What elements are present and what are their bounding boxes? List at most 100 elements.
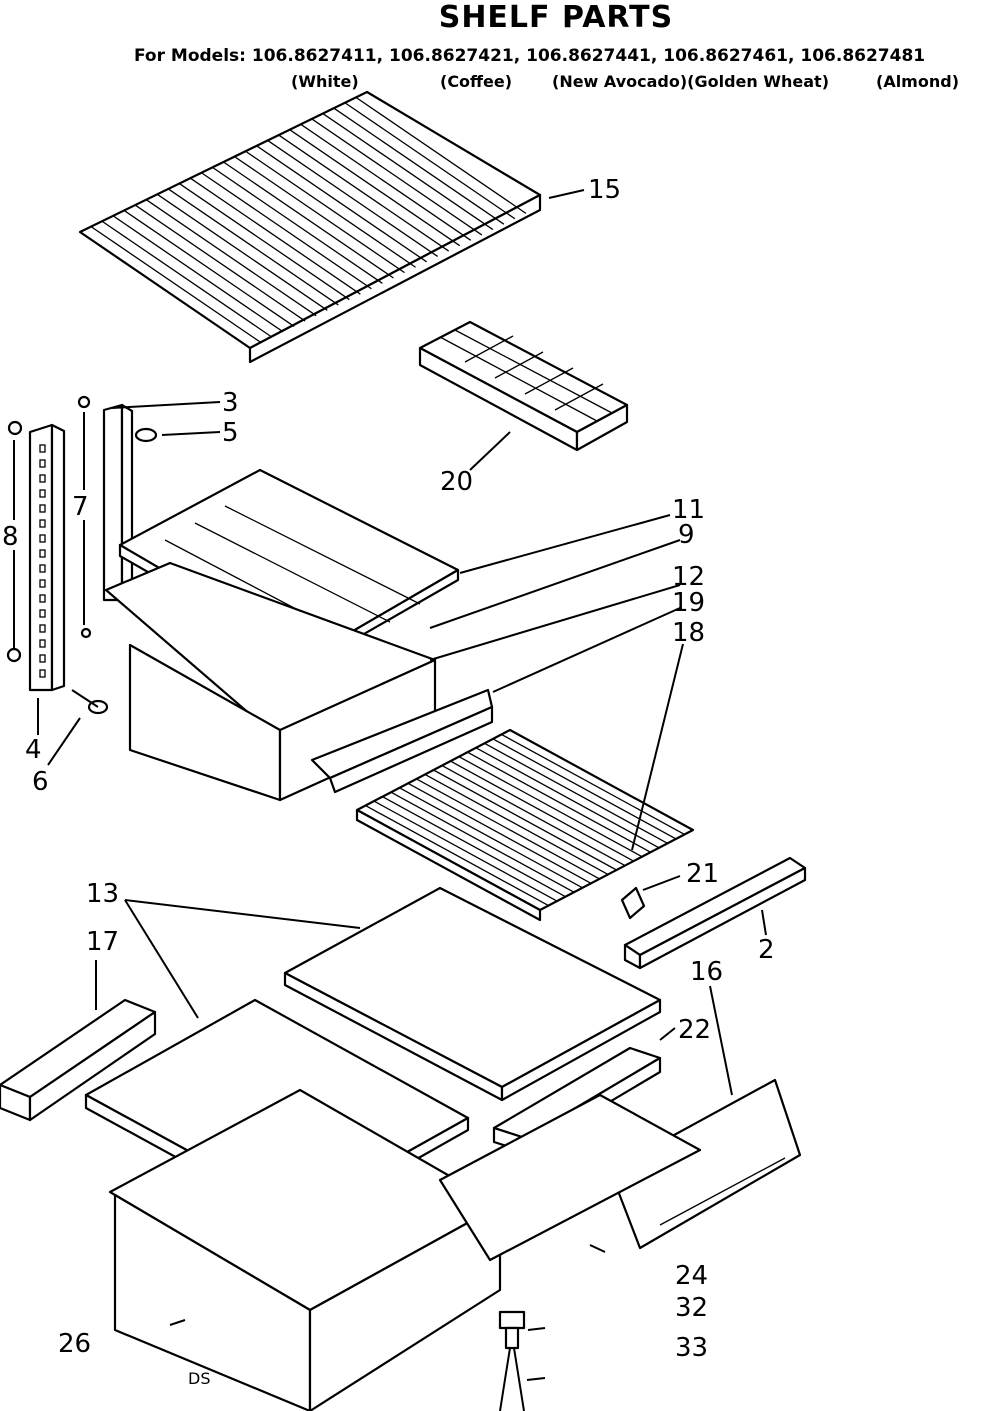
shelf-wire <box>373 800 558 902</box>
shelf-wire <box>101 220 273 338</box>
callout-6: 6 <box>32 767 49 797</box>
callout-8: 8 <box>2 522 19 552</box>
shelf-wire <box>256 145 427 263</box>
drawer-shelf-18 <box>355 728 695 922</box>
shelf-wire <box>267 139 439 257</box>
shelf-wire <box>190 177 361 295</box>
rail-slot <box>39 504 46 513</box>
callout-12: 12 <box>672 562 705 592</box>
callout-18: 18 <box>672 618 705 648</box>
rail-slot <box>39 669 46 678</box>
channel-2 <box>623 856 807 970</box>
shelf-wire <box>501 733 685 836</box>
shelf-wire <box>382 796 566 898</box>
model-number: 106.8627461, <box>663 46 795 66</box>
callout-5: 5 <box>222 418 239 448</box>
callout-16: 16 <box>690 957 723 987</box>
shelf-wire <box>145 199 317 317</box>
callout-7: 7 <box>72 492 89 522</box>
shelf-wire <box>450 760 634 862</box>
shelf-wire <box>167 188 339 306</box>
shelf-wire <box>399 787 583 889</box>
bracket-21 <box>620 886 646 920</box>
rail-slot <box>39 534 46 543</box>
shelf-wire <box>333 107 505 225</box>
footer-code: DS <box>188 1369 210 1388</box>
shelf-wire <box>433 769 617 871</box>
model-number: 106.8627421, <box>389 46 521 66</box>
callout-9: 9 <box>678 520 695 550</box>
shelf-wire <box>492 738 677 840</box>
callout-15: 15 <box>588 175 621 205</box>
wire-shelf-15 <box>78 90 542 364</box>
rail-slot <box>39 474 46 483</box>
rail-slot <box>39 609 46 618</box>
callout-32: 32 <box>675 1293 708 1323</box>
callout-labels: 15 3 5 20 8 7 11 9 12 19 18 4 6 21 2 13 … <box>2 175 775 1388</box>
shelf-wire <box>355 96 527 214</box>
color-white: (White) <box>291 72 359 91</box>
shelf-wire <box>424 773 609 876</box>
callout-17: 17 <box>86 927 119 957</box>
rail-slot <box>39 624 46 633</box>
rail-19 <box>310 688 494 794</box>
callout-19: 19 <box>672 588 705 618</box>
rail-17 <box>0 998 157 1122</box>
callout-4: 4 <box>25 735 42 765</box>
rail-slot <box>39 564 46 573</box>
shelf-wire <box>344 102 516 220</box>
shelf-wire <box>212 166 383 284</box>
shelf-wire <box>156 193 328 311</box>
rail-slot <box>39 519 46 528</box>
leader-lines <box>13 189 767 1381</box>
glass-shelf-13-right <box>283 886 662 1102</box>
shelf-wire <box>289 129 461 247</box>
page-title: SHELF PARTS <box>438 0 674 35</box>
shelf-wire <box>134 204 306 322</box>
shelf-wire <box>201 172 372 290</box>
model-number: 106.8627441, <box>526 46 658 66</box>
ice-tray-20 <box>418 320 629 452</box>
shelf-wire <box>441 764 626 867</box>
shelf-wire <box>458 756 643 858</box>
rail-slot <box>39 594 46 603</box>
shelf-wire <box>178 183 350 301</box>
shelf-wire <box>234 156 405 274</box>
callout-11: 11 <box>672 495 705 525</box>
rail-slot <box>39 654 46 663</box>
shelf-wire <box>416 778 600 880</box>
pan-cover-16 <box>608 1078 802 1250</box>
callout-33: 33 <box>675 1333 708 1363</box>
color-coffee: (Coffee) <box>440 72 513 91</box>
shelf-wire <box>300 123 472 241</box>
shelf-wire <box>90 226 262 344</box>
shelf-wire <box>322 113 494 231</box>
color-almond: (Almond) <box>876 72 959 91</box>
callout-20: 20 <box>440 467 473 497</box>
model-number: 106.8627411, <box>251 46 384 66</box>
pan-bin-26 <box>108 1088 702 1411</box>
shelf-wire <box>407 782 592 884</box>
rail-slot <box>39 639 46 648</box>
models-line: For Models: 106.8627411, 106.8627421, 10… <box>134 46 925 66</box>
callout-13: 13 <box>86 879 119 909</box>
models-prefix: For Models: <box>134 46 246 66</box>
callout-24: 24 <box>675 1261 708 1291</box>
color-avocado-wheat: (New Avocado)(Golden Wheat) <box>552 72 830 91</box>
rail-slot <box>39 444 46 453</box>
slide-parts-24-32-33 <box>498 1310 526 1411</box>
rail-slot <box>39 459 46 468</box>
shelf-wire <box>365 804 549 907</box>
callout-22: 22 <box>678 1015 711 1045</box>
shelf-wire <box>223 161 394 279</box>
rail-slot <box>39 489 46 498</box>
callout-26: 26 <box>58 1329 91 1359</box>
callout-2: 2 <box>758 935 775 965</box>
shelf-wire <box>245 150 416 268</box>
model-number: 106.8627481 <box>800 46 926 66</box>
rail-slot <box>39 579 46 588</box>
shelf-wire <box>475 747 660 849</box>
callout-3: 3 <box>222 388 239 418</box>
shelf-wire <box>390 791 575 893</box>
